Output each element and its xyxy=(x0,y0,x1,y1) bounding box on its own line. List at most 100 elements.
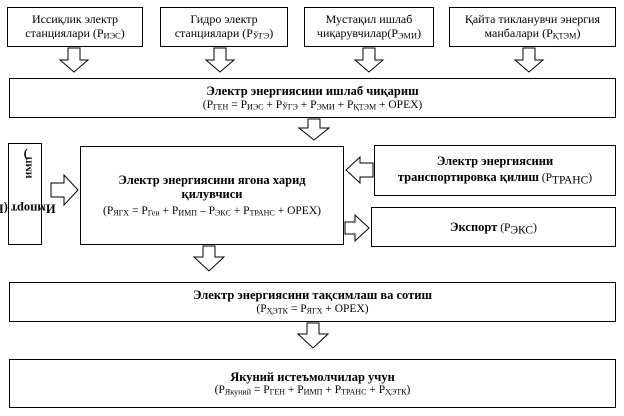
source-independent-tail: ) xyxy=(417,26,422,40)
source-independent-text: чиқарувчилар(P xyxy=(316,26,399,40)
import-box: Импорт (PИМП) xyxy=(0,143,56,245)
buyer-formula: (PЯГХ = PГен + PИМП – PЭКС + PТРАНС + OP… xyxy=(103,205,321,218)
export-sub: ЭКС xyxy=(510,224,534,237)
source-thermal-line1: Иссиқлик электр xyxy=(31,12,119,27)
arrow-import-to-buyer xyxy=(50,173,79,207)
generation-title: Электр энергиясини ишлаб чиқариш xyxy=(206,84,419,99)
bf-10: + OPEX) xyxy=(274,205,321,218)
bf-8: + P xyxy=(230,205,250,218)
arrow-down-independent xyxy=(353,47,385,73)
source-hydro-line1: Гидро электр xyxy=(190,12,258,27)
export-box: Экспорт (PЭКС) xyxy=(371,207,616,247)
source-thermal-text: станциялари (P xyxy=(25,26,104,40)
source-renewable-text: манбалари (P xyxy=(484,26,553,40)
ff-1: Якуний xyxy=(224,387,251,397)
ff-6: + P xyxy=(322,384,342,397)
final-formula: (PЯкуний = PГЕН + PИМП + PТРАНС + PҲЭТК) xyxy=(215,384,411,397)
source-hydro-tail: ) xyxy=(269,26,274,40)
bf-6: – P xyxy=(197,205,215,218)
gf-10: + OPEX) xyxy=(376,98,423,111)
df-3: ЯГХ xyxy=(306,306,323,316)
arrow-generation-to-buyer xyxy=(297,118,331,141)
ff-2: = P xyxy=(251,384,270,397)
arrow-buyer-to-export xyxy=(344,213,370,243)
gf-3: ИЭС xyxy=(247,102,264,112)
source-renewable-line2: манбалари (PҚТЭМ) xyxy=(484,26,581,41)
distribution-title: Электр энергиясини тақсимлаш ва сотиш xyxy=(192,288,433,303)
export-tail: ) xyxy=(533,221,537,234)
df-4: + OPEX) xyxy=(322,302,369,315)
transport-sub: ТРАНС xyxy=(552,174,589,187)
source-independent-line2: чиқарувчилар(PЭМИ) xyxy=(316,26,422,41)
source-thermal-sub: ИЭС xyxy=(103,31,121,41)
df-2: = P xyxy=(288,302,307,315)
transport-tail: ) xyxy=(588,172,593,185)
final-title: Якуний истеъмолчилар учун xyxy=(230,369,395,384)
arrow-down-renewable xyxy=(513,47,545,73)
source-box-thermal: Иссиқлик электр станциялари (PИЭС) xyxy=(7,7,143,47)
source-thermal-line2: станциялари (PИЭС) xyxy=(25,26,125,41)
transport-box: Электр энергиясини транспортировка қилиш… xyxy=(374,145,616,196)
bf-4: + P xyxy=(159,205,179,218)
gf-6: + P xyxy=(297,98,317,111)
bf-0: (P xyxy=(103,205,114,218)
export-label: Экспорт (PЭКС) xyxy=(450,218,537,236)
buyer-title-line1: Электр энергиясини ягона харид xyxy=(118,172,306,187)
bf-7: ЭКС xyxy=(215,208,231,218)
ff-10: ) xyxy=(406,384,411,397)
gf-5: ЎГЭ xyxy=(282,102,298,112)
gf-4: + P xyxy=(263,98,283,111)
source-independent-line1: Мустақил ишлаб xyxy=(325,12,413,27)
arrow-buyer-to-distribution xyxy=(192,245,226,272)
arrow-down-hydro xyxy=(204,47,236,73)
arrow-distribution-to-final xyxy=(296,322,330,349)
gf-0: (P xyxy=(202,98,213,111)
source-box-independent: Мустақил ишлаб чиқарувчилар(PЭМИ) xyxy=(304,7,434,47)
generation-formula: (PГЕН = PИЭС + PЎГЭ + PЭМИ + PҚТЭМ + OPE… xyxy=(203,99,423,112)
source-independent-sub: ЭМИ xyxy=(398,31,418,41)
gf-7: ЭМИ xyxy=(316,102,335,112)
export-text2: (P xyxy=(497,221,511,234)
source-hydro-text: станциялари (P xyxy=(174,26,253,40)
export-text: Экспорт xyxy=(450,219,498,234)
bf-5: ИМП xyxy=(178,208,198,218)
distribution-box: Электр энергиясини тақсимлаш ва сотиш (P… xyxy=(9,282,616,322)
gf-8: + P xyxy=(334,98,354,111)
ff-5: ИМП xyxy=(303,387,323,397)
bf-2: = P xyxy=(129,205,148,218)
source-hydro-sub: ЎГЭ xyxy=(252,31,270,41)
df-1: ҲЭТК xyxy=(266,306,289,316)
ff-0: (P xyxy=(214,384,225,397)
source-box-hydro: Гидро электр станциялари (PЎГЭ) xyxy=(160,7,288,47)
ff-7: ТРАНС xyxy=(341,387,367,397)
source-box-renewable: Қайта тикланувчи энергия манбалари (PҚТЭ… xyxy=(449,7,616,47)
source-renewable-tail: ) xyxy=(576,26,581,40)
buyer-title-line2: қилувчиси xyxy=(181,186,243,201)
arrow-transport-to-buyer xyxy=(345,155,374,185)
source-hydro-line2: станциялари (PЎГЭ) xyxy=(174,26,274,41)
distribution-formula: (PҲЭТК = PЯГХ + OPEX) xyxy=(256,303,368,316)
bf-1: ЯГХ xyxy=(113,208,130,218)
single-buyer-box: Электр энергиясини ягона харид қилувчиси… xyxy=(80,146,344,245)
ff-9: ҲЭТК xyxy=(385,387,407,397)
ff-4: + P xyxy=(285,384,304,397)
gf-1: ГЕН xyxy=(212,102,229,112)
transport-text2: (P xyxy=(538,172,553,185)
generation-box: Электр энергиясини ишлаб чиқариш (PГЕН =… xyxy=(9,78,616,118)
source-thermal-tail: ) xyxy=(120,26,125,40)
transport-line2: транспортировка қилиш (PТРАНС) xyxy=(398,168,592,186)
bf-9: ТРАНС xyxy=(249,208,275,218)
final-consumers-box: Якуний истеъмолчилар учун (PЯкуний = PГЕ… xyxy=(9,359,616,408)
source-renewable-line1: Қайта тикланувчи энергия xyxy=(464,12,601,27)
gf-9: ҚТЭМ xyxy=(353,102,377,112)
ff-3: ГЕН xyxy=(269,387,286,397)
arrow-down-thermal xyxy=(58,47,90,73)
ff-8: + P xyxy=(366,384,386,397)
source-renewable-sub: ҚТЭМ xyxy=(552,31,577,41)
transport-line1: Электр энергиясини xyxy=(436,154,554,169)
transport-line2-text: транспортировка қилиш xyxy=(397,170,539,185)
bf-3: Ген xyxy=(147,208,160,218)
gf-2: = P xyxy=(228,98,248,111)
df-0: (P xyxy=(256,302,267,315)
